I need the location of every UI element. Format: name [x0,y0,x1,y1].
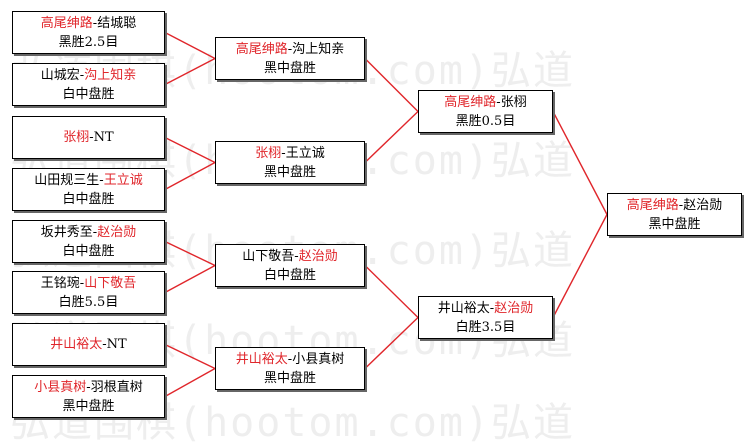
player-name: -王立诚 [281,146,325,161]
player-name: 王铭琬- [40,276,85,291]
player-name: 井山裕太- [437,301,495,316]
player-name: -NT [89,130,114,145]
match-players: 山田规三生-王立诚 [13,171,164,190]
match-players: 高尾绅路-张栩 [419,93,552,112]
bracket-connector-line [364,58,419,112]
tournament-bracket: 弘道围棋(hootom.com)弘道 弘道围棋(hootom.com)弘道 弘道… [10,11,742,446]
winner-name: 王立诚 [103,173,143,188]
match-players: 小县真树-羽根直树 [13,378,164,397]
winner-name: 张栩 [255,146,282,161]
winner-name: 山下敬吾 [84,276,137,291]
match-players: 王铭琬-山下敬吾 [13,274,164,293]
round3-match-box: 井山裕太-赵治勋白胜3.5目 [418,296,553,339]
bracket-connector-line [364,316,419,370]
round3-match-box: 高尾绅路-张栩黑胜0.5目 [418,90,553,133]
player-name: 山城宏- [40,68,85,83]
player-name: 山田规三生- [34,173,104,188]
match-result: 白胜3.5目 [455,320,516,335]
round1-match-box: 井山裕太-NT [12,323,165,366]
final-match-box: 高尾绅路-赵治勋黑中盘胜 [607,193,742,236]
winner-name: 井山裕太 [235,352,288,367]
match-result: 黑中盘胜 [263,61,316,76]
player-name: -赵治勋 [678,198,723,213]
match-players: 张栩-王立诚 [216,144,364,163]
winner-name: 小县真树 [34,380,87,395]
bracket-connector-line [164,367,216,398]
round2-match-box: 张栩-王立诚黑中盘胜 [215,141,365,184]
match-players: 井山裕太-NT [13,335,164,354]
round1-match-box: 坂井秀至-赵治勋白中盘胜 [12,220,165,263]
winner-name: 沟上知亲 [84,68,137,83]
winner-name: 高尾绅路 [444,95,497,110]
bracket-connector-line [164,136,216,164]
match-result: 白中盘胜 [62,192,115,207]
bracket-connector-line [164,343,216,370]
round2-match-box: 井山裕太-小县真树黑中盘胜 [215,347,365,390]
player-name: -NT [102,337,127,352]
bracket-connector-line [164,31,216,60]
round1-match-box: 王铭琬-山下敬吾白胜5.5目 [12,271,165,314]
match-players: 坂井秀至-赵治勋 [13,223,164,242]
bracket-connectors [164,31,608,398]
match-players: 山城宏-沟上知亲 [13,66,164,85]
bracket-connector-line [364,110,419,164]
bracket-connector-line [552,111,608,215]
match-result: 黑中盘胜 [263,165,316,180]
player-name: -小县真树 [287,352,345,367]
round1-match-box: 山田规三生-王立诚白中盘胜 [12,168,165,211]
match-players: 山下敬吾-赵治勋 [216,247,364,266]
match-result: 白胜5.5目 [58,295,119,310]
match-result: 白中盘胜 [62,87,115,102]
player-name: -沟上知亲 [287,42,345,57]
match-players: 高尾绅路-沟上知亲 [216,40,364,59]
winner-name: 高尾绅路 [235,42,288,57]
player-name: -结城聪 [92,16,137,31]
round1-match-box: 山城宏-沟上知亲白中盘胜 [12,63,165,106]
bracket-connector-line [164,161,216,191]
round1-match-box: 小县真树-羽根直树黑中盘胜 [12,375,165,418]
match-result: 黑中盘胜 [263,371,316,386]
round2-match-box: 高尾绅路-沟上知亲黑中盘胜 [215,37,365,80]
winner-name: 赵治勋 [298,249,338,264]
round2-match-box: 山下敬吾-赵治勋白中盘胜 [215,244,365,287]
match-players: 井山裕太-小县真树 [216,350,364,369]
winner-name: 高尾绅路 [40,16,93,31]
match-players: 高尾绅路-赵治勋 [608,196,741,215]
match-result: 黑胜2.5目 [58,35,119,50]
bracket-connector-line [364,265,419,318]
bracket-connector-line [164,240,216,267]
bracket-connector-line [164,264,216,294]
round1-match-box: 高尾绅路-结城聪黑胜2.5目 [12,11,165,54]
match-players: 高尾绅路-结城聪 [13,14,164,33]
match-result: 白中盘胜 [263,268,316,283]
winner-name: 赵治勋 [97,225,137,240]
match-result: 黑胜0.5目 [455,114,516,129]
player-name: 山下敬吾- [242,249,299,264]
match-players: 张栩-NT [13,128,164,147]
winner-name: 高尾绅路 [626,198,679,213]
player-name: -羽根直树 [86,380,143,395]
match-result: 黑中盘胜 [62,399,115,414]
match-players: 井山裕太-赵治勋 [419,299,552,318]
match-result: 白中盘胜 [62,244,115,259]
match-result: 黑中盘胜 [648,217,701,232]
bracket-connector-line [164,57,216,86]
winner-name: 赵治勋 [494,301,534,316]
winner-name: 井山裕太 [50,337,103,352]
player-name: -张栩 [496,95,527,110]
round1-match-box: 张栩-NT [12,116,165,159]
bracket-connector-line [552,214,608,318]
player-name: 坂井秀至- [40,225,98,240]
winner-name: 张栩 [63,130,90,145]
